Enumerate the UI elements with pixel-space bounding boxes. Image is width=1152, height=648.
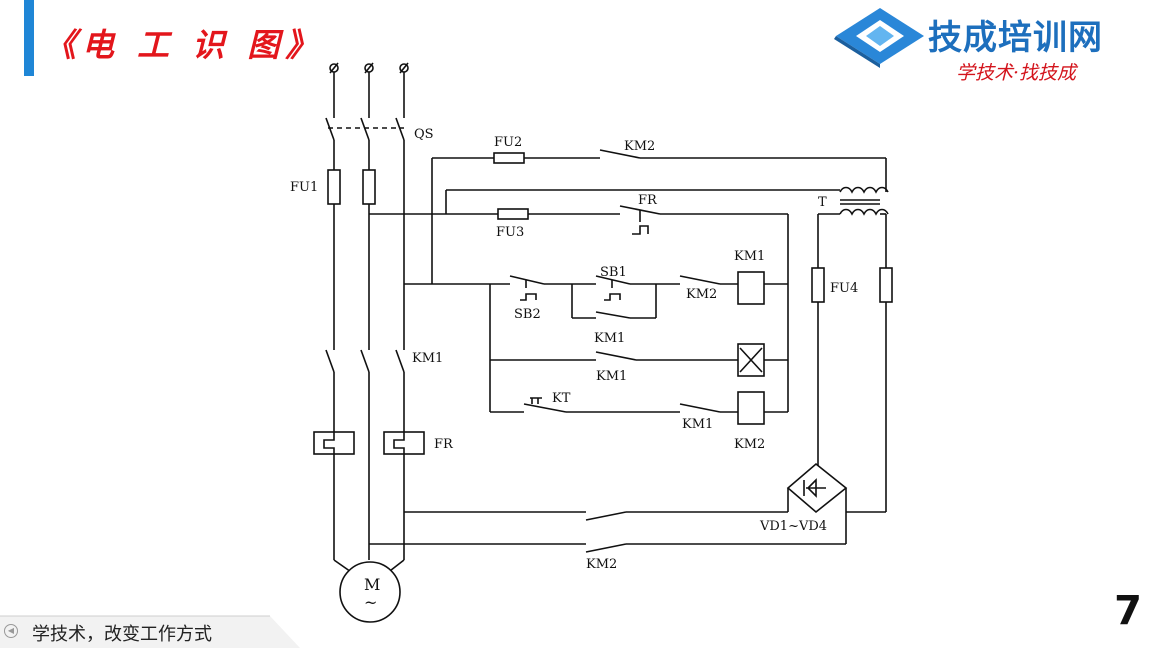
main-power-lines <box>313 72 425 623</box>
page-number: 7 <box>1114 588 1142 634</box>
label-km2-coil: KM2 <box>734 437 765 452</box>
logo-slogan: 学技术·找技成 <box>956 62 1077 84</box>
label-fu4: FU4 <box>830 281 858 296</box>
label-sb2: SB2 <box>514 307 541 322</box>
label-km1-seal: KM1 <box>596 369 627 384</box>
label-rectifier: VD1~VD4 <box>759 519 827 534</box>
footer-slogan: 学技术，改变工作方式 <box>32 624 212 645</box>
label-sb1: SB1 <box>600 265 627 280</box>
logo-diamond-icon <box>834 8 924 68</box>
page-title: 《电 工 识 图》 <box>44 26 324 64</box>
logo-name: 技成培训网 <box>928 18 1103 58</box>
label-km2-main: KM2 <box>586 557 617 572</box>
control-circuit <box>369 149 893 553</box>
label-fu3: FU3 <box>496 225 524 240</box>
label-fr-contact: FR <box>638 193 658 208</box>
motor-m: M <box>364 575 380 594</box>
label-transformer: T <box>818 195 827 210</box>
label-km1-hold: KM1 <box>594 331 625 346</box>
logo: 技成培训网 学技术·找技成 <box>834 6 1144 86</box>
label-fu1: FU1 <box>290 180 318 195</box>
label-km1-main: KM1 <box>412 351 443 366</box>
title-accent-bar <box>24 0 34 76</box>
label-km2-hold: KM2 <box>686 287 717 302</box>
label-km2-top: KM2 <box>624 139 655 154</box>
label-fu2: FU2 <box>494 135 522 150</box>
label-qs: QS <box>414 127 434 142</box>
footer-bar <box>0 615 300 648</box>
prev-slide-icon[interactable]: ◀ <box>4 624 18 638</box>
label-km1-interlock: KM1 <box>682 417 713 432</box>
label-fr-relay: FR <box>434 437 454 452</box>
power-terminals <box>329 62 409 74</box>
label-km1-coil: KM1 <box>734 249 765 264</box>
motor-ac: ~ <box>364 593 377 612</box>
label-kt: KT <box>552 391 571 406</box>
